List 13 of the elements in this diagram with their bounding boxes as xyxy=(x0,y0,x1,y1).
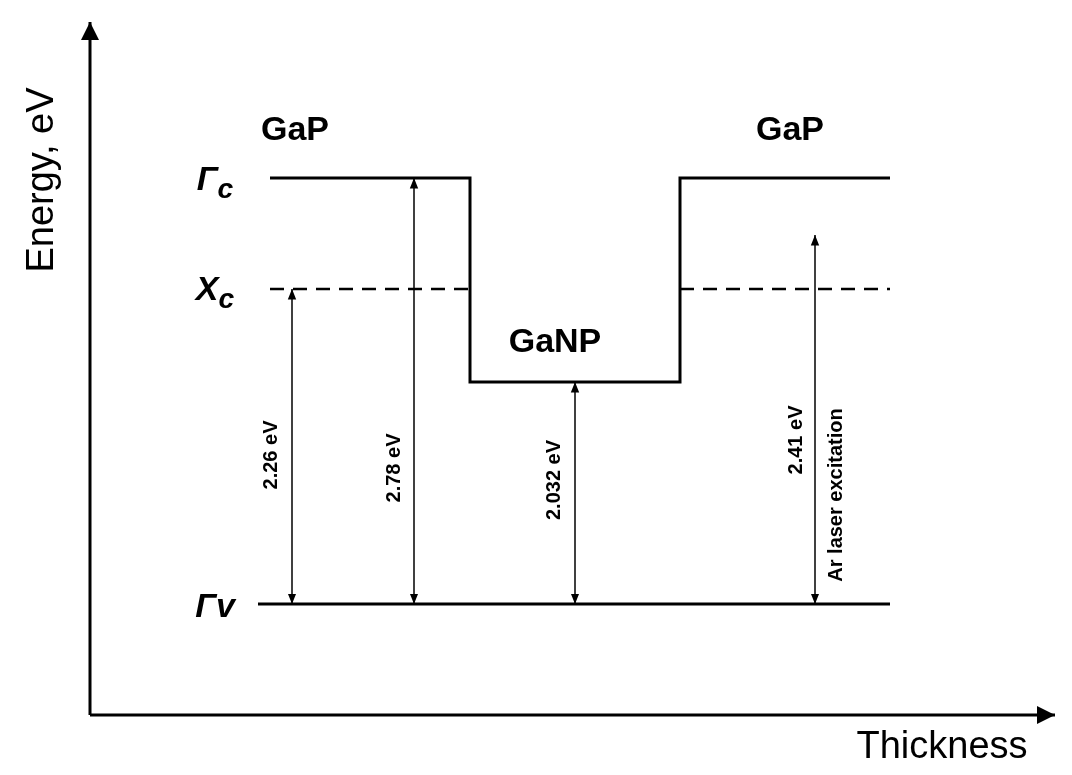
level-label: Γ$_{c}$ xyxy=(196,161,234,203)
energy-value: 2.032 eV xyxy=(543,439,563,521)
material-label: GaP xyxy=(261,111,329,145)
axis-title: Energy, eV xyxy=(21,87,59,273)
level-label: Γv xyxy=(195,588,235,622)
material-label: GaP xyxy=(756,111,824,145)
energy-value: 2.78 eV xyxy=(383,433,403,503)
axis-title: Thickness xyxy=(856,726,1028,764)
material-label: GaNP xyxy=(508,323,602,357)
energy-value: 2.26 eV xyxy=(260,420,280,490)
excitation-label: Ar laser excitation xyxy=(825,408,845,582)
level-label: X$_{c}$ xyxy=(195,271,235,313)
energy-value: 2.41 eV xyxy=(785,405,805,475)
